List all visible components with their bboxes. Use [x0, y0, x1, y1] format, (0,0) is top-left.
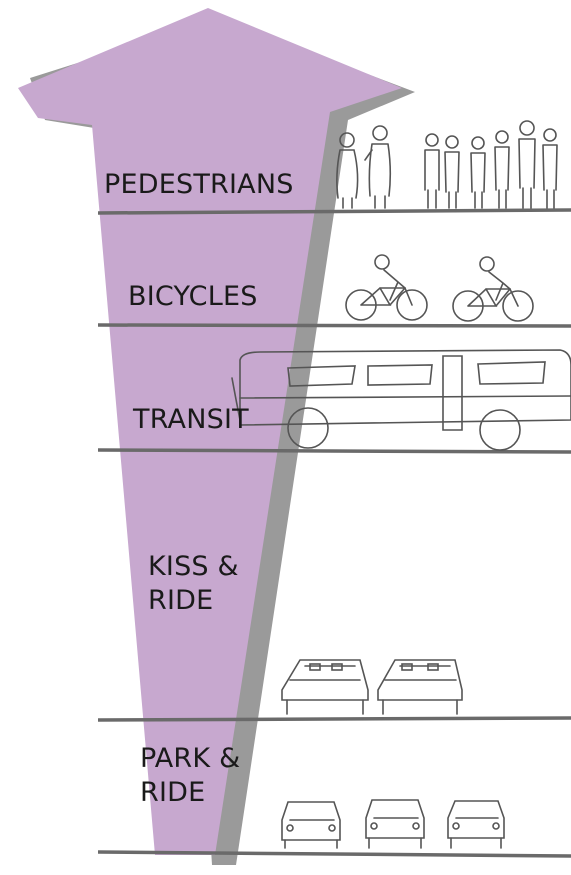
tier-label-bicycles: BICYCLES [128, 280, 258, 314]
bicycles-sketch [346, 255, 533, 321]
pedestrians-sketch [337, 121, 557, 208]
tier-label-pedestrians: PEDESTRIANS [104, 168, 294, 202]
car-front-figure [366, 800, 424, 848]
park-ride-cars-sketch [282, 800, 504, 848]
label-line: KISS & [148, 550, 239, 584]
tier-label-kiss-ride: KISS & RIDE [148, 550, 239, 618]
car-rear-figure [378, 660, 462, 714]
label-line: PEDESTRIANS [104, 169, 294, 200]
pedestrian-figure [365, 126, 390, 208]
car-front-figure [448, 801, 504, 848]
pedestrian-figure [425, 134, 439, 208]
label-line: BICYCLES [128, 281, 258, 312]
tier-label-park-ride: PARK & RIDE [140, 742, 240, 810]
tier-label-transit: TRANSIT [133, 403, 249, 437]
pedestrian-figure [519, 121, 535, 208]
kiss-ride-cars-sketch [282, 660, 462, 714]
car-rear-figure [282, 660, 368, 714]
label-line: RIDE [148, 584, 239, 618]
label-line: PARK & [140, 742, 240, 776]
label-line: RIDE [140, 776, 240, 810]
tier-line-kiss-ride [98, 718, 571, 720]
car-front-figure [282, 802, 340, 848]
tier-line-bicycles [98, 325, 571, 326]
label-line: TRANSIT [133, 404, 249, 435]
pedestrian-figure [543, 129, 557, 208]
cyclist-figure [346, 255, 427, 320]
pedestrian-figure [471, 137, 485, 208]
pedestrian-figure [495, 131, 509, 208]
cyclist-figure [453, 257, 533, 321]
tier-line-park-ride [98, 852, 571, 856]
pedestrian-figure [445, 136, 459, 208]
